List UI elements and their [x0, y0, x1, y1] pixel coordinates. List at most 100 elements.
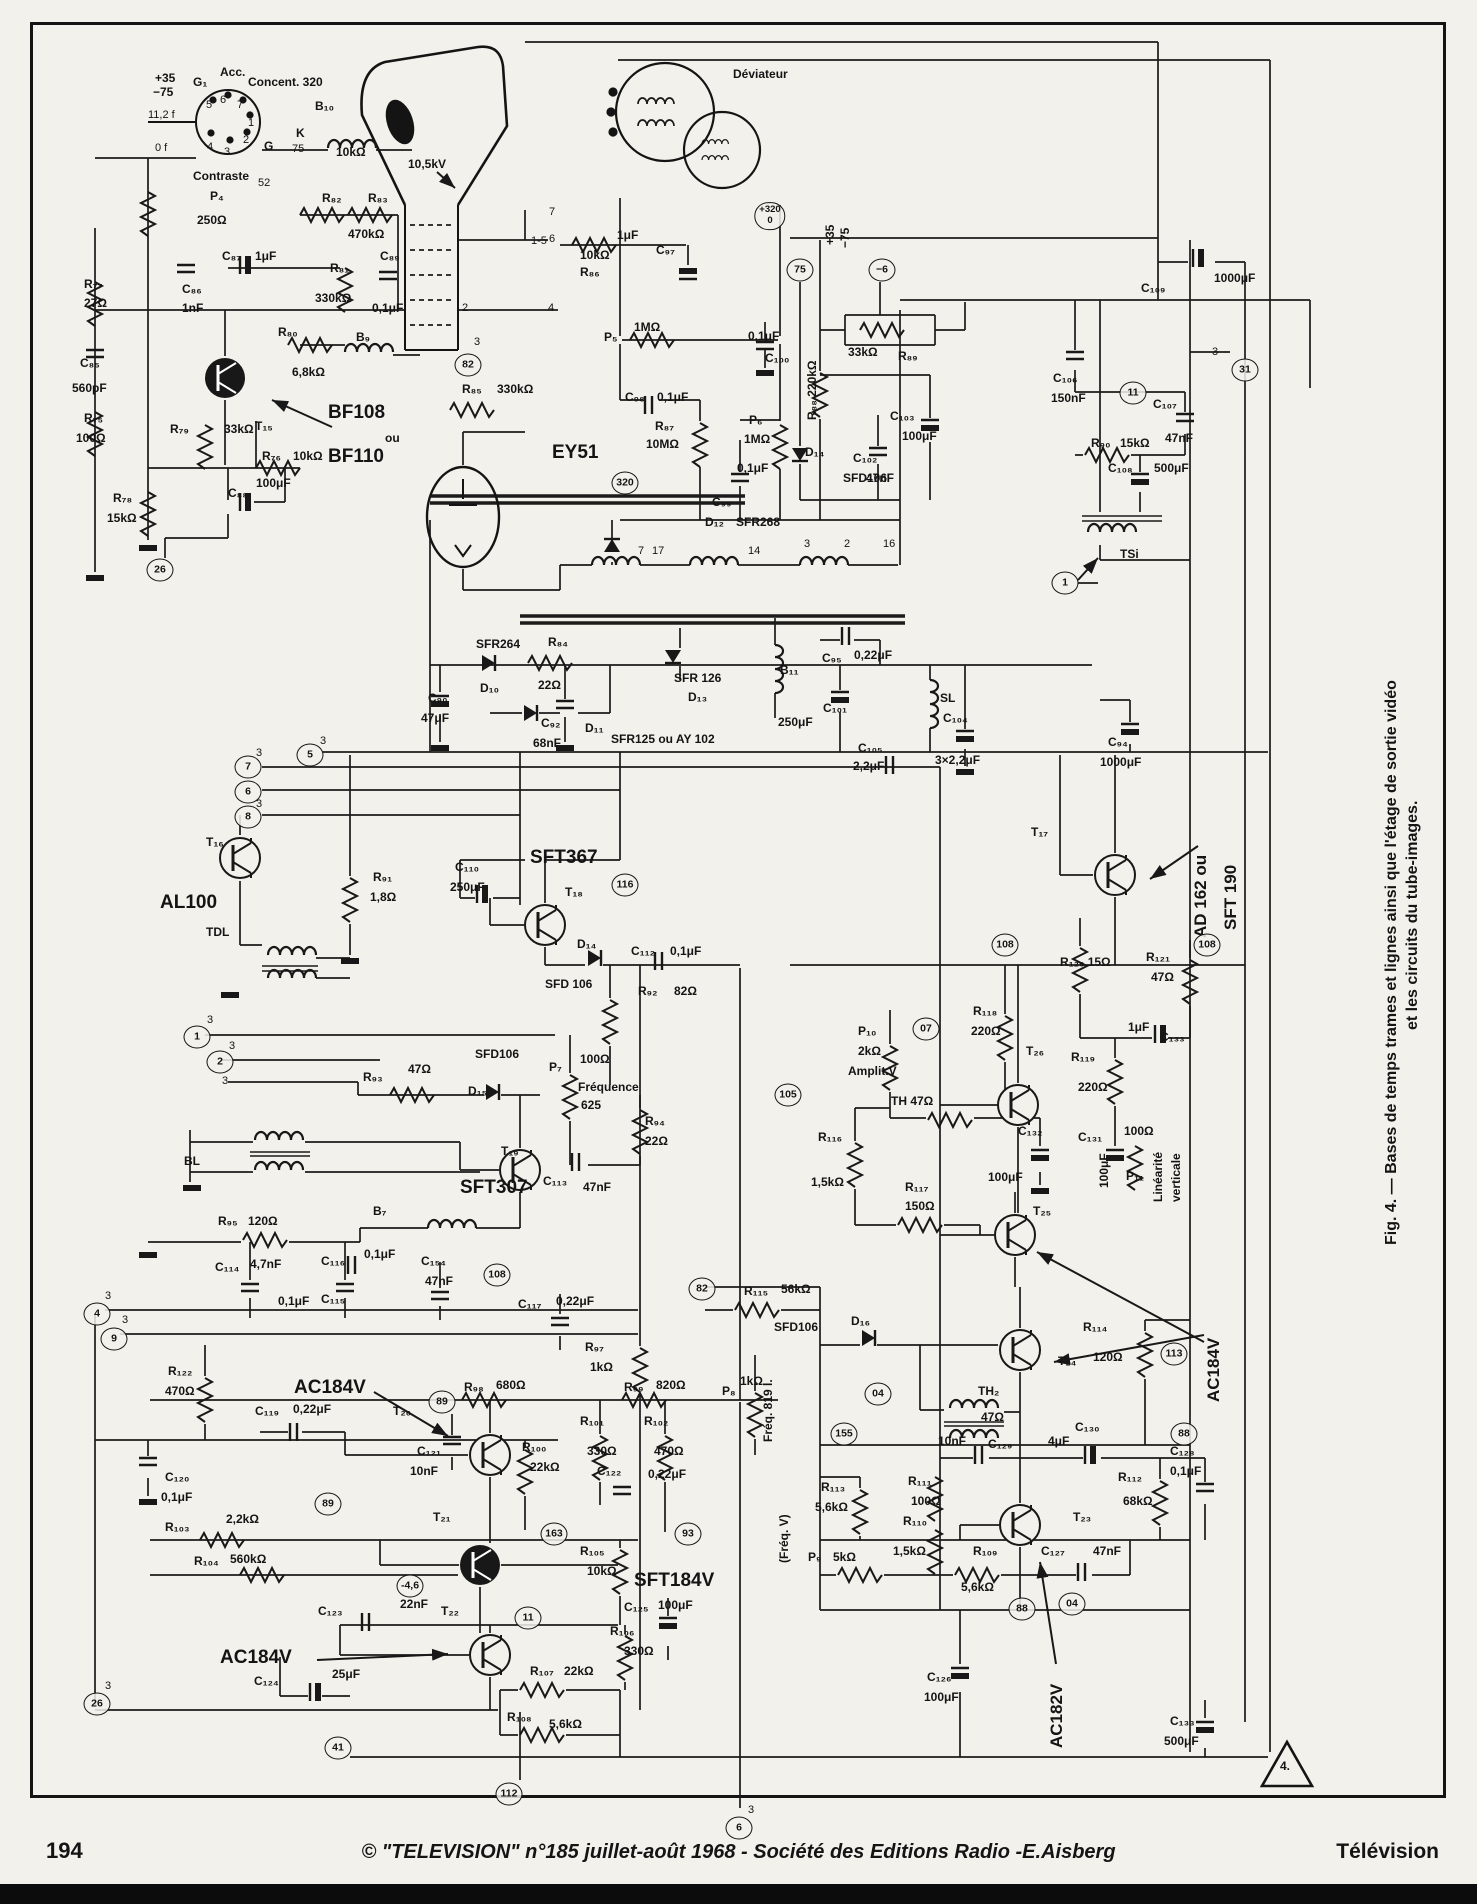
schematic-label: C₁₂₇: [1041, 1544, 1065, 1558]
schematic-label: D₁₄: [577, 937, 597, 951]
schematic-label: 47nF: [1165, 431, 1194, 445]
schematic-label: BF110: [328, 446, 384, 467]
schematic-label: 47nF: [425, 1274, 454, 1288]
schematic-label: 22kΩ: [530, 1460, 560, 1474]
schematic-label: C₁₃₀: [1075, 1420, 1100, 1434]
schematic-label: R₉₁: [373, 870, 393, 884]
schematic-label: 82Ω: [674, 984, 697, 998]
schematic-label: R₁₁₃: [821, 1480, 846, 1494]
schematic-label: 7: [234, 755, 262, 779]
schematic-label: 75: [292, 143, 305, 155]
schematic-label: 26: [146, 558, 174, 582]
schematic-label: EY51: [552, 442, 599, 463]
schematic-label: R₇₉: [170, 422, 189, 436]
schematic-label: TDL: [206, 925, 230, 939]
schematic-label: T₁₈: [565, 885, 583, 899]
deflection-yoke: [606, 61, 762, 190]
schematic-label: 250Ω: [197, 213, 227, 227]
schematic-label: 3: [207, 1014, 214, 1026]
schematic-label: C₁₀₆: [1053, 371, 1078, 385]
schematic-label: D₁₃: [688, 690, 708, 704]
schematic-label: 22nF: [400, 1597, 429, 1611]
page-number: 194: [46, 1838, 83, 1863]
schematic-label: 88: [1170, 1422, 1198, 1446]
schematic-label: 120Ω: [1093, 1350, 1123, 1364]
schematic-label: C₁₃₁: [1078, 1130, 1103, 1144]
schematic-label: 6: [725, 1816, 753, 1840]
figure-caption-line2: et les circuits du tube-images.: [1404, 800, 1421, 1030]
schematic-label: D₁₁: [585, 721, 604, 735]
schematic-label: TH₂: [978, 1384, 1000, 1398]
schematic-label: 0,1μF: [364, 1247, 396, 1261]
schematic-label: C₉₉: [712, 495, 732, 509]
schematic-label: C₉₀: [428, 691, 448, 705]
schematic-label: 100Ω: [580, 1052, 610, 1066]
schematic-label: 47Ω: [981, 1410, 1004, 1424]
schematic-label: 1MΩ: [634, 320, 661, 334]
schematic-label: 0,1μF: [670, 944, 702, 958]
schematic-label: P₇: [549, 1060, 562, 1074]
schematic-label: 3: [804, 538, 811, 550]
schematic-label: 0,1μF: [372, 301, 404, 315]
schematic-label: C₁₅₄: [421, 1254, 446, 1268]
schematic-label: R₇₈: [113, 491, 133, 505]
schematic-label: 1kΩ: [740, 1374, 763, 1388]
schematic-label: 0,1μF: [1170, 1464, 1202, 1478]
schematic-label: R₈₉: [898, 349, 918, 363]
schematic-label: 3: [748, 1804, 755, 1816]
schematic-label: 1MΩ: [744, 432, 771, 446]
schematic-label: D₁₅: [468, 1084, 488, 1098]
schematic-label: 330kΩ: [315, 291, 352, 305]
schematic-label: 120Ω: [248, 1214, 278, 1228]
schematic-label: R₉₂: [638, 984, 658, 998]
schematic-label: C₁₀₁: [823, 701, 847, 715]
schematic-label: D₁₄: [805, 445, 825, 459]
schematic-label: SFR264: [476, 637, 521, 651]
schematic-label: P₈: [722, 1384, 736, 1398]
schematic-label: 3: [320, 735, 327, 747]
schematic-label: R₉₀: [1091, 436, 1111, 450]
schematic-label: 0,1μF: [161, 1490, 193, 1504]
schematic-label: 7: [549, 206, 556, 218]
schematic-label: 4: [548, 302, 555, 314]
schematic-label: 1: [1051, 571, 1079, 595]
schematic-label: 10,5kV: [408, 157, 447, 171]
schematic-label: 112: [495, 1782, 523, 1806]
schematic-label: 113: [1160, 1342, 1188, 1366]
schematic-label: 330Ω: [587, 1444, 617, 1458]
schematic-label: C₁₂₃: [318, 1604, 343, 1618]
schematic-label: C₁₀₄: [943, 711, 968, 725]
schematic-label: SFD106: [774, 1320, 819, 1334]
schematic-label: Acc.: [220, 65, 246, 79]
schematic-label: 3: [474, 336, 481, 348]
schematic-label: C₁₁₃: [543, 1174, 568, 1188]
schematic-label: R₇₅: [84, 411, 103, 425]
schematic-label: 4: [207, 141, 214, 153]
schematic-label: 26: [83, 1692, 111, 1716]
schematic-label: R₁₀₃: [165, 1520, 190, 1534]
schematic-label: B₁₁: [780, 663, 799, 677]
schematic-label: T₁₉: [501, 1144, 519, 1158]
schematic-label: R₇₇: [84, 277, 103, 291]
schematic-label: C₉₇: [656, 243, 675, 257]
schematic-label: 1kΩ: [590, 1360, 613, 1374]
schematic-label: R₈₆: [580, 265, 600, 279]
pointer-arrows: [271, 171, 1205, 1665]
schematic-label: 88: [1008, 1597, 1036, 1621]
schematic-label: T₁₆: [206, 835, 224, 849]
schematic-label: 330kΩ: [497, 382, 534, 396]
schematic-label: 2: [243, 134, 250, 146]
schematic-label: P₅: [604, 330, 618, 344]
schematic-label: C₁₂₂: [597, 1464, 622, 1478]
schematic-label: 10kΩ: [580, 248, 610, 262]
schematic-label: R₁₀₆: [610, 1624, 635, 1638]
schematic-label: R₇₆: [262, 449, 281, 463]
schematic-label: 89: [428, 1390, 456, 1414]
schematic-label: 4μF: [1048, 1434, 1070, 1448]
schematic-label: B₁₀: [315, 99, 335, 113]
schematic-label: 22kΩ: [564, 1664, 594, 1678]
schematic-label: P₉: [808, 1550, 822, 1564]
schematic-label: R₁₁₈: [973, 1004, 998, 1018]
